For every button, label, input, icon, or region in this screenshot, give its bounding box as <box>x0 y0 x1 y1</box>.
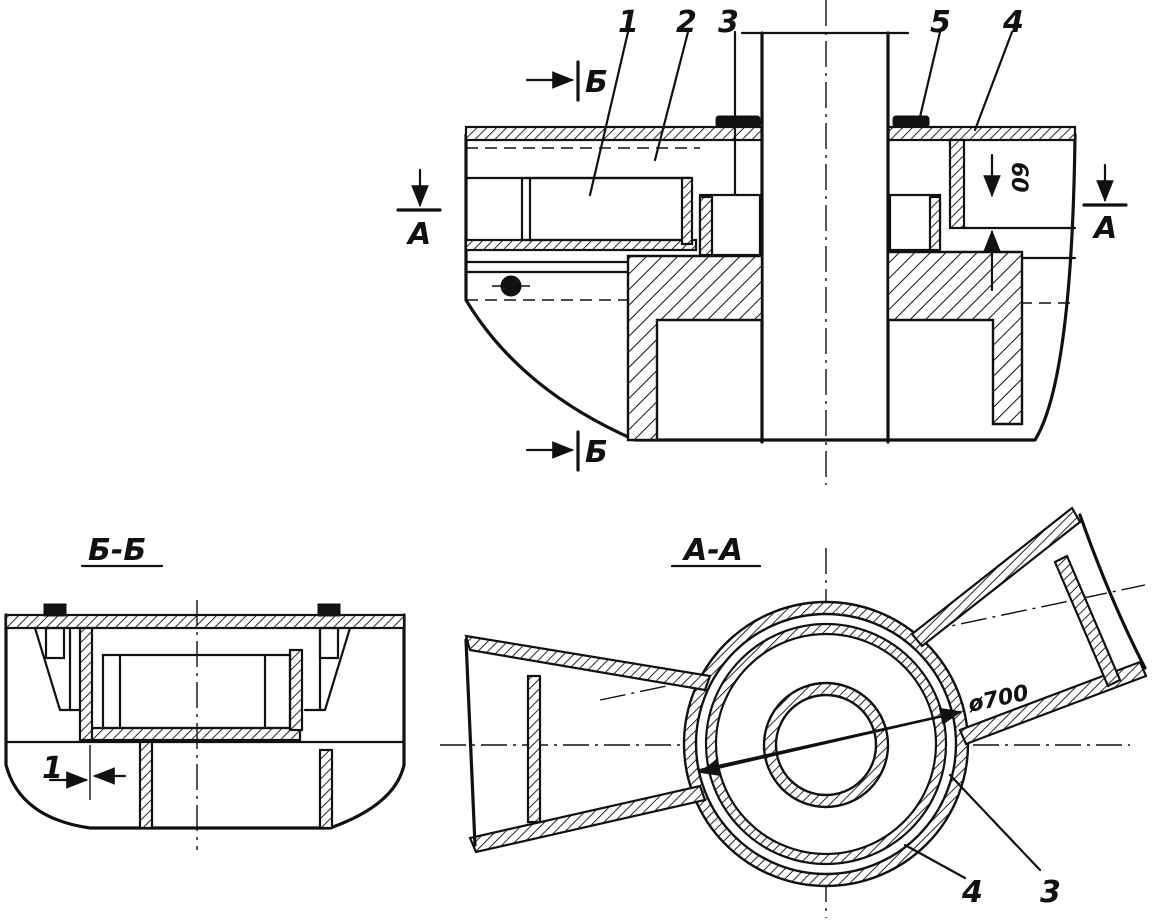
callout-4-bottom: 4 <box>961 875 983 910</box>
callout-3-bottom: 3 <box>1040 875 1061 910</box>
callout-1: 1 <box>618 5 639 40</box>
section-mark-b-top: Б <box>585 65 608 100</box>
section-mark-a-left: А <box>406 217 431 252</box>
section-marks <box>396 60 1128 472</box>
callout-3: 3 <box>718 5 739 40</box>
section-mark-b-bottom: Б <box>585 435 608 470</box>
section-b-title: Б-Б <box>88 533 146 568</box>
callout-2: 2 <box>676 5 697 40</box>
section-b-view <box>4 600 406 850</box>
callout-5: 5 <box>930 5 951 40</box>
section-a-title: А-А <box>682 533 743 568</box>
section-a-view <box>440 506 1148 918</box>
main-section-view <box>464 0 1077 485</box>
dimension-1: 1 <box>42 751 63 786</box>
dimension-60: 60 <box>1006 162 1031 193</box>
callout-leaders-top <box>588 30 1014 292</box>
callout-4: 4 <box>1002 5 1024 40</box>
section-mark-a-right: А <box>1092 211 1117 246</box>
